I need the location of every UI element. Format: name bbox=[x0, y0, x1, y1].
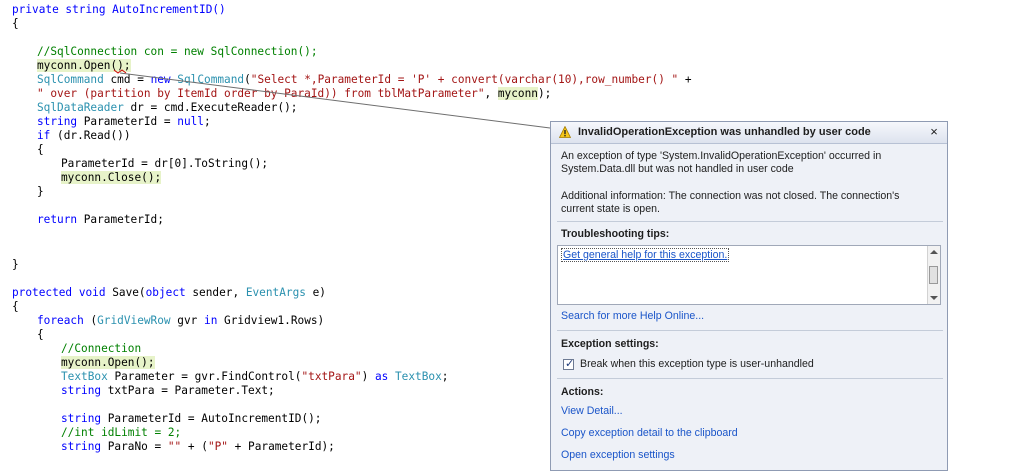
code-line: string ParaNo = "" + ("P" + ParameterId)… bbox=[61, 440, 335, 453]
code-line: string txtPara = Parameter.Text; bbox=[61, 384, 275, 397]
code-line: foreach (GridViewRow gvr in Gridview1.Ro… bbox=[37, 314, 325, 327]
warning-icon bbox=[559, 126, 571, 138]
actions-label: Actions: bbox=[561, 386, 604, 398]
code-line: string ParameterId = null; bbox=[37, 115, 211, 128]
exception-settings-label: Exception settings: bbox=[561, 338, 659, 350]
close-button[interactable]: × bbox=[930, 124, 938, 139]
code-line: { bbox=[37, 143, 44, 156]
additional-information: Additional information: The connection w… bbox=[561, 190, 900, 215]
scroll-up-arrow-icon[interactable] bbox=[930, 250, 938, 254]
scroll-down-arrow-icon[interactable] bbox=[930, 296, 938, 300]
tip-link[interactable]: Get general help for this exception. bbox=[561, 248, 730, 262]
code-line: //SqlConnection con = new SqlConnection(… bbox=[37, 45, 318, 58]
scroll-thumb[interactable] bbox=[929, 266, 938, 284]
code-line: //int idLimit = 2; bbox=[61, 426, 182, 439]
view-detail-link[interactable]: View Detail... bbox=[561, 405, 623, 417]
troubleshooting-label: Troubleshooting tips: bbox=[561, 228, 670, 240]
code-line: { bbox=[12, 300, 19, 313]
code-line: private string AutoIncrementID() bbox=[12, 3, 226, 16]
code-line: SqlDataReader dr = cmd.ExecuteReader(); bbox=[37, 101, 298, 114]
code-line: myconn.Close(); bbox=[61, 171, 162, 184]
code-line: if (dr.Read()) bbox=[37, 129, 131, 142]
search-help-online-link[interactable]: Search for more Help Online... bbox=[561, 310, 705, 322]
code-line: return ParameterId; bbox=[37, 213, 164, 226]
code-line: } bbox=[12, 258, 19, 271]
break-on-exception-checkbox[interactable]: ✓ bbox=[563, 357, 575, 370]
dialog-title: InvalidOperationException was unhandled … bbox=[578, 126, 871, 138]
code-line: " over (partition by ItemId order by Par… bbox=[37, 87, 552, 100]
check-mark-icon: ✓ bbox=[565, 357, 575, 370]
divider bbox=[557, 330, 943, 331]
scrollbar[interactable] bbox=[927, 246, 940, 304]
code-line: ParameterId = dr[0].ToString(); bbox=[61, 157, 269, 170]
exception-description: An exception of type 'System.InvalidOper… bbox=[561, 150, 882, 175]
code-line: } bbox=[37, 185, 44, 198]
copy-exception-detail-link[interactable]: Copy exception detail to the clipboard bbox=[561, 427, 738, 439]
divider bbox=[557, 378, 943, 379]
code-line: { bbox=[37, 328, 44, 341]
callout-line bbox=[119, 72, 551, 129]
code-line-current: myconn.Open(); bbox=[37, 59, 131, 72]
code-line: myconn.Open(); bbox=[61, 356, 155, 369]
code-line: SqlCommand cmd = new SqlCommand("Select … bbox=[37, 73, 692, 86]
troubleshooting-tips-list[interactable]: Get general help for this exception. bbox=[557, 245, 941, 305]
open-exception-settings-link[interactable]: Open exception settings bbox=[561, 449, 675, 461]
exception-assistant-dialog: InvalidOperationException was unhandled … bbox=[550, 121, 948, 471]
code-line: TextBox Parameter = gvr.FindControl("txt… bbox=[61, 370, 449, 383]
code-line: string ParameterId = AutoIncrementID(); bbox=[61, 412, 322, 425]
code-line: { bbox=[12, 17, 19, 30]
code-line: //Connection bbox=[61, 342, 142, 355]
error-squiggle bbox=[113, 69, 127, 74]
divider bbox=[557, 221, 943, 222]
checkbox-label[interactable]: Break when this exception type is user-u… bbox=[580, 358, 814, 370]
dialog-title-bar[interactable]: InvalidOperationException was unhandled … bbox=[551, 122, 947, 144]
code-line: protected void Save(object sender, Event… bbox=[12, 286, 326, 299]
